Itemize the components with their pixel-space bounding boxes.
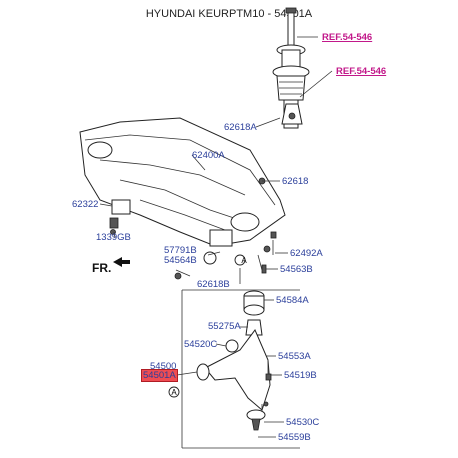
ref-54-546-top-link[interactable]: REF.54-546 [322,32,373,43]
part-54564B[interactable]: 54564B [164,255,197,266]
part-54501A-highlighted[interactable]: 54501A [141,369,178,382]
part-54520C[interactable]: 54520C [184,339,218,350]
part-54519B[interactable]: 54519B [284,370,317,381]
leader-lines [99,36,333,438]
part-55275A[interactable]: 55275A [208,321,241,332]
part-62618A[interactable]: 62618A [224,122,257,133]
part-62618B[interactable]: 62618B [197,279,230,290]
part-62400A[interactable]: 62400A [192,150,225,161]
front-direction-label: FR. [92,261,112,275]
part-62322[interactable]: 62322 [72,199,99,210]
callout-markers [168,254,246,398]
part-54530C[interactable]: 54530C [286,417,320,428]
part-54559B[interactable]: 54559B [278,432,311,443]
callout-a-lower: A [171,388,177,397]
part-62618[interactable]: 62618 [282,176,309,187]
strut-assembly-drawing [272,7,310,129]
part-57791B[interactable]: 57791B [164,245,197,256]
part-54553A[interactable]: 54553A [278,351,311,362]
diagram-title: HYUNDAI KEURPTM10 - 54501A [145,8,313,20]
callout-a-upper: A [241,256,247,265]
part-54563B[interactable]: 54563B [280,264,313,275]
subframe-drawing [79,117,286,265]
part-54500[interactable]: 54500 [150,361,177,372]
part-54584A[interactable]: 54584A [276,295,309,306]
front-arrow-icon [113,257,130,267]
ref-54-546-lower-link[interactable]: REF.54-546 [336,66,387,77]
part-1339GB[interactable]: 1339GB [96,232,131,243]
lower-arm-group-drawing [181,289,300,449]
part-62492A[interactable]: 62492A [290,248,323,259]
